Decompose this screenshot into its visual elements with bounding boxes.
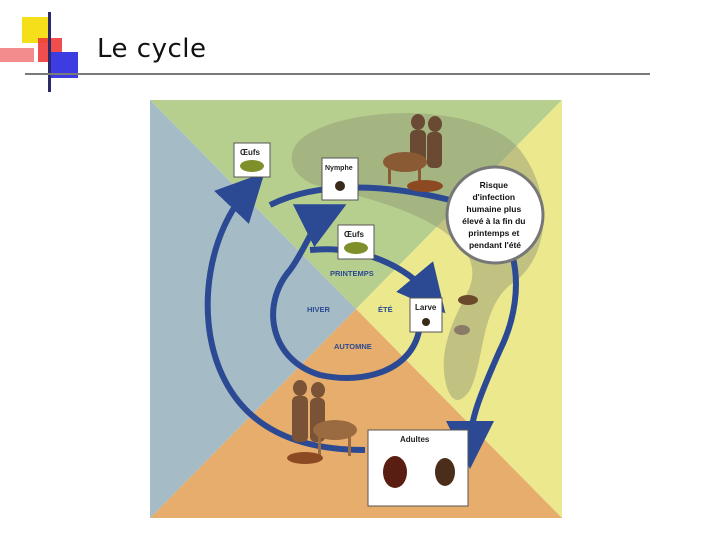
title-underline: [25, 73, 650, 75]
risk-callout: Risque d'infection humaine plus élevé à …: [445, 165, 545, 265]
slide-title: Le cycle: [97, 34, 207, 64]
adults-box: Adultes: [367, 429, 469, 507]
nymph-label: Nymphe: [325, 165, 353, 172]
larva-label: Larve: [415, 303, 437, 312]
winter-quadrant: [150, 100, 356, 518]
tick-life-cycle-diagram: Œufs Nymphe Œufs Larve Adultes Risque d'…: [150, 100, 562, 518]
deer-top: [383, 152, 427, 184]
season-winter: HIVER: [307, 305, 331, 314]
eggs-box-outer: Œufs: [233, 142, 271, 178]
nymph-box: Nymphe: [321, 157, 359, 201]
deer-bottom: [313, 420, 357, 456]
season-autumn: AUTOMNE: [334, 342, 372, 351]
eggs-box-inner: Œufs: [337, 224, 375, 260]
fox-top: [407, 180, 443, 192]
eggs-inner-label: Œufs: [344, 230, 365, 239]
eggs-outer-label: Œufs: [240, 148, 261, 157]
season-summer: ÉTÉ: [378, 305, 393, 314]
bird-and-mouse: [454, 295, 478, 335]
svg-text:Risque d'infection: Risque d'infection humaine plus élevé à …: [462, 180, 528, 250]
fox-bottom: [287, 452, 323, 464]
season-spring: PRINTEMPS: [330, 269, 374, 278]
adults-label: Adultes: [400, 435, 430, 444]
larva-box: Larve: [409, 297, 443, 333]
